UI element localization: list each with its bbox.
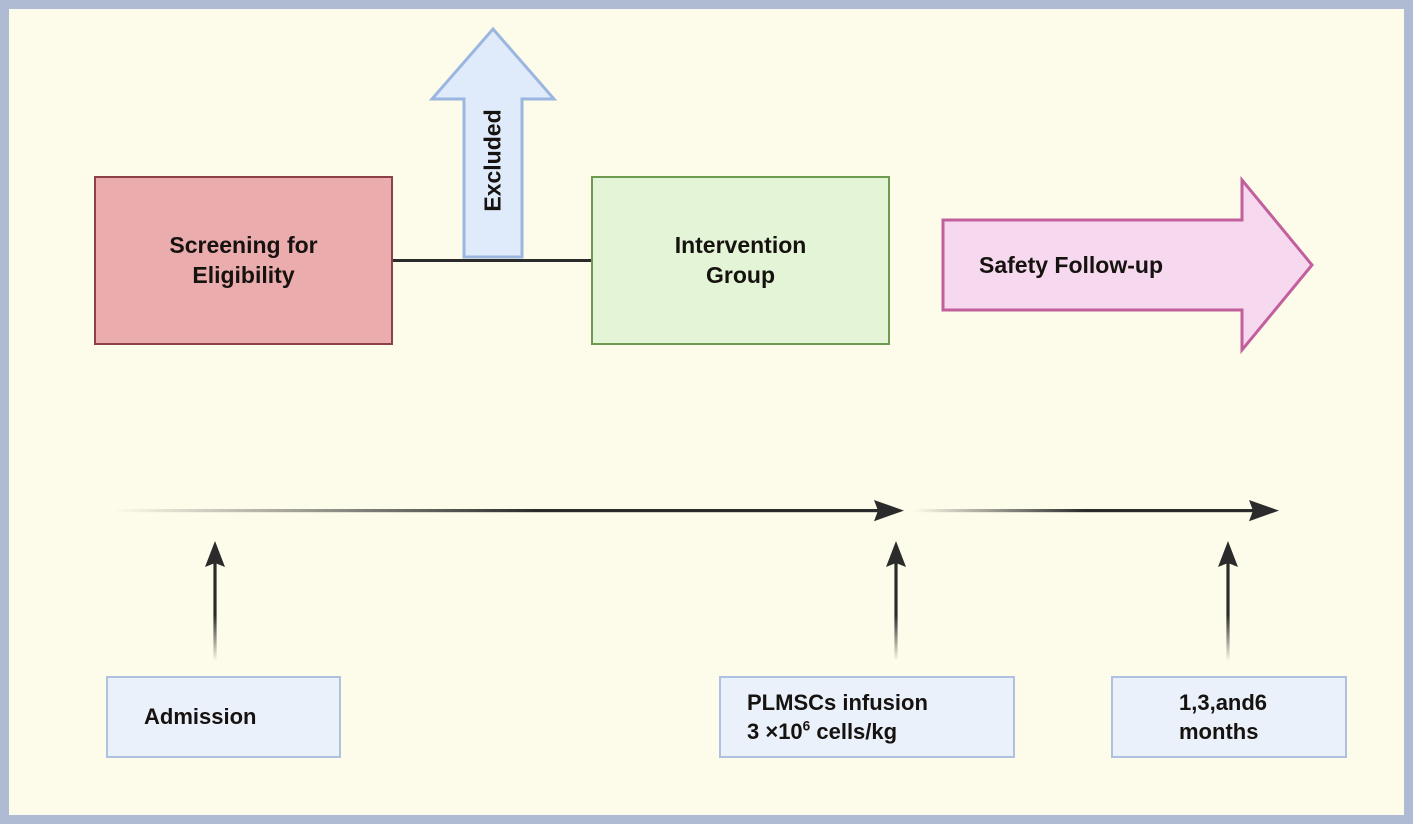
excluded-label-wrapper: Excluded: [428, 25, 558, 261]
excluded-arrow-shape: [428, 25, 558, 261]
screening-to-intervention-connector: [393, 259, 591, 262]
followup-label-line1: 1,3,and6: [1179, 689, 1268, 715]
timeline-box-admission: Admission: [106, 676, 341, 758]
admission-label: Admission: [144, 704, 257, 730]
timeline-segment-1: [114, 496, 904, 526]
infusion-dose-suffix: cells/kg: [810, 719, 898, 744]
safety-followup-label-wrapper: Safety Follow-up: [939, 175, 1316, 355]
safety-followup-arrow-shape: [939, 175, 1316, 355]
timeline-box-infusion: PLMSCs infusion 3 ×106 cells/kg: [719, 676, 1015, 758]
timeline-tick-arrow-infusion: [883, 541, 909, 661]
followup-label-line2: months: [1179, 719, 1259, 744]
timeline-tick-arrow-admission: [202, 541, 228, 661]
intervention-group-box: Intervention Group: [591, 176, 890, 345]
intervention-label-line1: Intervention: [674, 232, 807, 259]
infusion-label: PLMSCs infusion: [747, 689, 928, 715]
screening-label-line1: Screening for: [169, 232, 318, 259]
infusion-dose-exponent: 6: [802, 718, 811, 734]
screening-label-line2: Eligibility: [192, 261, 295, 288]
screening-for-eligibility-box: Screening for Eligibility: [94, 176, 393, 345]
timeline-box-followup: 1,3,and6 months: [1111, 676, 1347, 758]
excluded-label: Excluded: [479, 108, 506, 212]
timeline-tick-arrow-followup: [1215, 541, 1241, 661]
timeline-segment-2: [914, 496, 1279, 526]
infusion-dose-prefix: 3 ×10: [747, 719, 803, 744]
intervention-label-line2: Group: [706, 261, 775, 288]
safety-followup-label: Safety Follow-up: [979, 251, 1163, 278]
